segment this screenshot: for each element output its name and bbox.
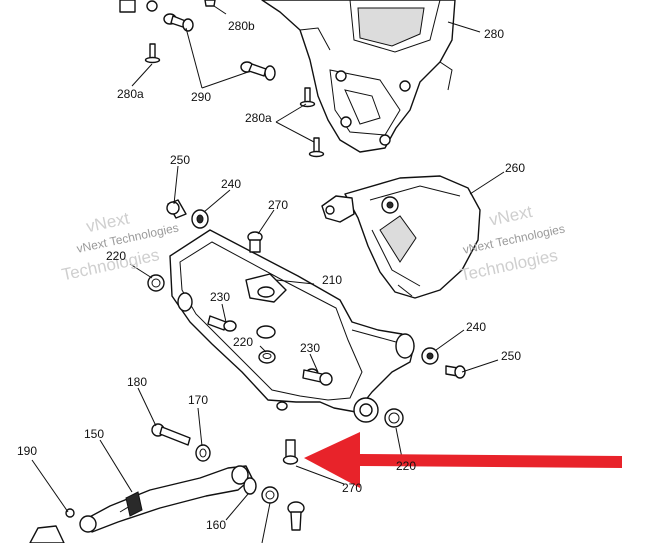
part-280-housing	[261, 0, 456, 153]
part-260-cover	[321, 175, 481, 299]
callout-220-mid: 220	[233, 335, 253, 349]
bolt-250-top	[166, 199, 187, 219]
callout-270-top: 270	[268, 198, 288, 212]
callout-280: 280	[484, 27, 504, 41]
screw-190	[65, 508, 75, 518]
bottom-left-part	[29, 525, 65, 544]
leader-lines	[31, 5, 505, 544]
callout-290: 290	[191, 90, 211, 104]
callout-220-left: 220	[106, 249, 126, 263]
callout-180: 180	[127, 375, 147, 389]
callout-250-top: 250	[170, 153, 190, 167]
bolt-270-bottom	[282, 439, 299, 465]
callout-270-bottom: 270	[342, 481, 362, 495]
bushing-bottom	[261, 486, 279, 504]
bolt-230-right	[302, 369, 333, 386]
callout-170: 170	[188, 393, 208, 407]
callout-160: 160	[206, 518, 226, 532]
bolt-180	[151, 423, 191, 446]
bolt-230-top	[207, 315, 237, 332]
bolt-290-upper	[163, 13, 194, 32]
callout-280a-top: 280a	[117, 87, 144, 101]
callout-260: 260	[505, 161, 525, 175]
callout-230-right: 230	[300, 341, 320, 355]
callout-210: 210	[322, 273, 342, 287]
watermark-right-line1: vNext	[487, 202, 534, 230]
callout-190: 190	[17, 444, 37, 458]
callout-230-top: 230	[210, 290, 230, 304]
callout-280a-mid: 280a	[245, 111, 272, 125]
bushing-240-top	[191, 209, 209, 229]
callout-250-right: 250	[501, 349, 521, 363]
stud-280a-mid-1	[299, 87, 316, 108]
bolt-250-right	[445, 365, 466, 379]
washer-160	[243, 477, 257, 495]
stud-280a-mid-2	[308, 137, 325, 158]
red-arrow-indicator	[304, 432, 622, 488]
callout-280b: 280b	[228, 19, 255, 33]
washer-220-mid	[258, 350, 276, 364]
washer-220-bottom	[384, 408, 404, 428]
callout-240-right: 240	[466, 320, 486, 334]
callout-220-bottom: 220	[396, 459, 416, 473]
callout-240-top: 240	[221, 177, 241, 191]
part-210-bracket	[169, 229, 415, 423]
bushing-240-right	[421, 347, 439, 365]
stud-280a-top	[144, 43, 161, 64]
bolt-bottom	[287, 501, 305, 531]
watermark-left: vNext vNext Technologies Technologies	[60, 209, 180, 285]
callout-150: 150	[84, 427, 104, 441]
bolt-270-top	[247, 231, 263, 253]
washer-170	[195, 444, 211, 462]
callout-labels: 280b 280 280a 290 280a 250 240 270 260 2…	[17, 19, 525, 532]
bolt-290-lower	[240, 61, 276, 81]
washer-220-left	[147, 274, 165, 292]
screw-280b	[119, 0, 216, 13]
part-150-link-arm	[79, 465, 253, 533]
